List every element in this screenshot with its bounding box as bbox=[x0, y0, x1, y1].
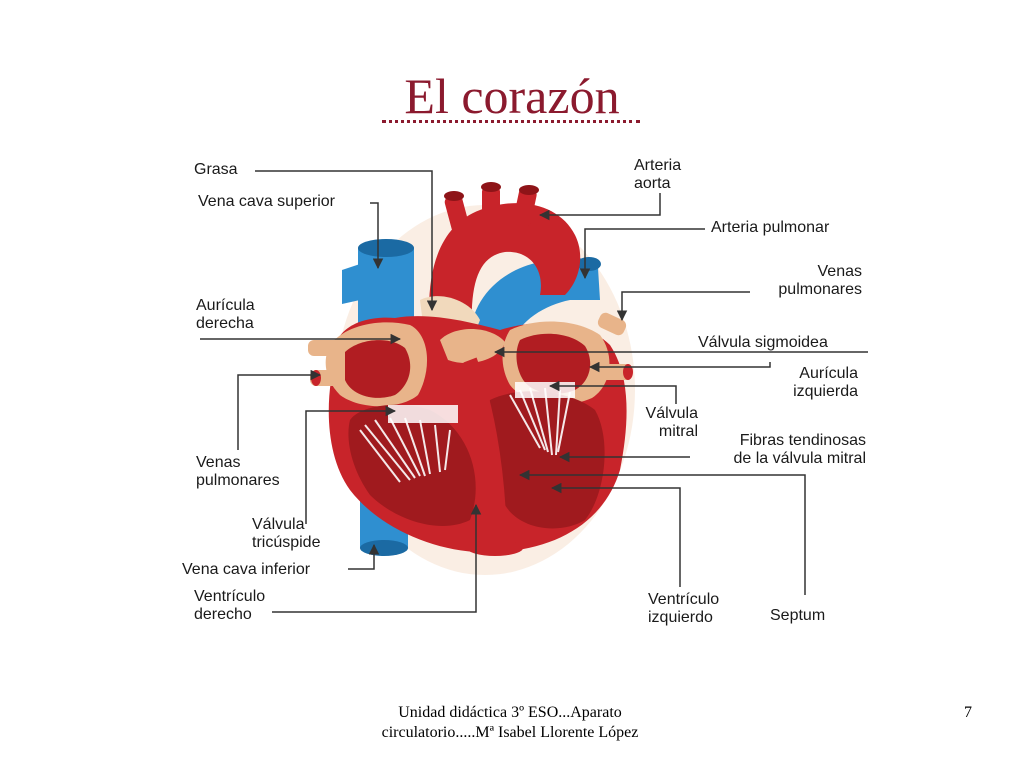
title-underline bbox=[382, 120, 640, 123]
label-venas-pulmonares-izquierda: Venas pulmonares bbox=[196, 454, 280, 489]
label-valvula-mitral: Válvula mitral bbox=[645, 405, 698, 440]
ventriculo-izquierdo-cavity bbox=[486, 391, 605, 529]
label-venas-pulmonares-derecha: Venas pulmonares bbox=[778, 263, 862, 298]
label-ventriculo-izquierdo: Ventrículo izquierdo bbox=[648, 591, 720, 626]
page-number: 7 bbox=[964, 704, 972, 721]
footer-text: Unidad didáctica 3º ESO...Aparato circul… bbox=[381, 704, 639, 741]
valvula-sigmoidea-shape bbox=[440, 328, 505, 364]
venas-pulmonares-izq-shape bbox=[308, 340, 340, 356]
label-grasa: Grasa bbox=[194, 161, 238, 178]
label-valvula-tricuspide: Válvula tricúspide bbox=[252, 516, 321, 551]
ventriculo-derecho-cavity bbox=[348, 404, 476, 526]
septum-shape bbox=[463, 357, 507, 541]
label-auricula-izquierda: Aurícula izquierda bbox=[793, 365, 858, 400]
label-septum: Septum bbox=[770, 607, 826, 624]
label-auricula-derecha: Aurícula derecha bbox=[196, 297, 255, 332]
venas-pulmonares-der-shape bbox=[597, 312, 627, 336]
valvula-mitral-shape bbox=[515, 382, 575, 398]
label-arteria-pulmonar: Arteria pulmonar bbox=[711, 219, 830, 236]
label-fibras-tendinosas: Fibras tendinosas de la válvula mitral bbox=[733, 432, 867, 467]
label-valvula-sigmoidea: Válvula sigmoidea bbox=[698, 334, 828, 351]
label-vena-cava-inferior: Vena cava inferior bbox=[182, 561, 311, 578]
slide-title: El corazón bbox=[404, 68, 620, 124]
valvula-tricuspide-shape bbox=[388, 405, 458, 423]
aorta-shape bbox=[429, 203, 581, 330]
label-ventriculo-derecho: Ventrículo derecho bbox=[194, 588, 266, 623]
fibras-tendinosas-shape bbox=[359, 387, 571, 483]
label-arteria-aorta: Arteria aorta bbox=[634, 157, 682, 192]
label-vena-cava-superior: Vena cava superior bbox=[198, 193, 335, 210]
